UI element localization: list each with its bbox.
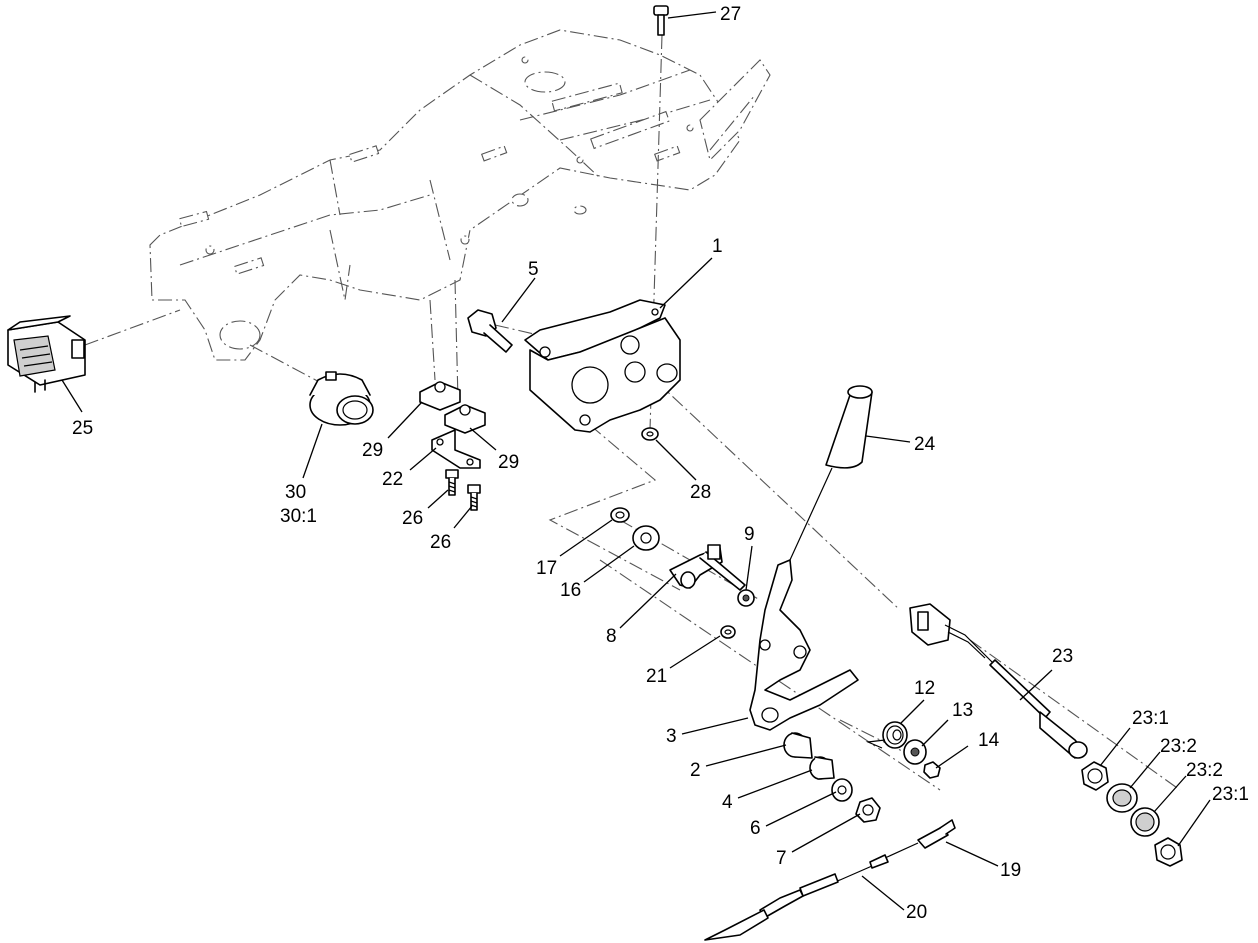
part-3-lever <box>749 559 859 731</box>
part-13-washer <box>903 739 927 765</box>
callout-30: 30 <box>285 482 306 503</box>
part-21-nut <box>720 625 736 639</box>
part-22-bracket <box>431 429 481 469</box>
callout-6: 6 <box>750 818 761 839</box>
callout-8: 8 <box>606 626 617 647</box>
callout-27: 27 <box>720 4 741 25</box>
part-20-cable <box>704 842 919 941</box>
leader-lines <box>61 11 1211 911</box>
part-16-spacer <box>632 525 660 551</box>
part-23-sensor <box>909 603 1088 759</box>
callout-24: 24 <box>914 434 936 455</box>
part-25-switch <box>7 315 86 393</box>
callout-13: 13 <box>952 700 973 721</box>
part-12-spring <box>865 721 908 749</box>
callout-14: 14 <box>978 730 1000 751</box>
callout-23: 23 <box>1052 646 1073 667</box>
part-2-bushing <box>783 732 813 759</box>
callout-labels: 27 1 5 25 30 30:1 29 29 22 26 26 28 24 1… <box>72 4 1249 923</box>
part-28-nut <box>641 427 659 441</box>
part-14-nut <box>923 761 941 779</box>
part-5-bolt <box>467 309 513 353</box>
callout-21: 21 <box>646 666 667 687</box>
part-26-screw-a <box>445 469 459 496</box>
part-29-clip-lower <box>444 404 486 434</box>
part-7-nut <box>855 797 881 823</box>
callout-19: 19 <box>1000 860 1021 881</box>
callout-16: 16 <box>560 580 581 601</box>
callout-28: 28 <box>690 482 711 503</box>
callout-23-2-lower: 23:2 <box>1186 760 1223 781</box>
part-30-key-switch <box>309 371 374 426</box>
callout-29-right: 29 <box>498 452 519 473</box>
part-23-1-nut-upper <box>1081 761 1109 791</box>
callout-7: 7 <box>776 848 787 869</box>
callout-20: 20 <box>906 902 927 923</box>
part-29-clip-upper <box>419 381 461 411</box>
part-9-nut <box>737 589 755 607</box>
part-1-bracket <box>524 299 681 433</box>
callout-23-1-lower: 23:1 <box>1212 784 1249 805</box>
callout-9: 9 <box>744 524 755 545</box>
callout-29-left: 29 <box>362 440 383 461</box>
callout-25: 25 <box>72 418 93 439</box>
part-23-2-washer-lower <box>1130 807 1160 837</box>
callout-5: 5 <box>528 259 539 280</box>
part-4-bushing <box>809 756 835 780</box>
callout-4: 4 <box>722 792 733 813</box>
part-17-nut <box>610 507 630 523</box>
frame-phantom <box>149 29 771 401</box>
callout-17: 17 <box>536 558 557 579</box>
part-24-knob <box>789 385 873 561</box>
callout-26-lower: 26 <box>430 532 451 553</box>
callout-1: 1 <box>712 236 723 257</box>
callout-22: 22 <box>382 469 403 490</box>
part-8-pivot <box>669 544 746 591</box>
callout-2: 2 <box>690 760 701 781</box>
callout-12: 12 <box>914 678 935 699</box>
part-23-2-washer-upper <box>1106 783 1138 813</box>
callout-30-1: 30:1 <box>280 506 317 527</box>
part-19-cable-end <box>917 819 956 849</box>
part-26-screw-b <box>467 484 481 511</box>
part-27-bolt <box>653 5 669 36</box>
part-6-washer <box>831 778 853 802</box>
part-23-1-nut-lower <box>1154 837 1183 867</box>
callout-26-upper: 26 <box>402 508 423 529</box>
callout-23-2-upper: 23:2 <box>1160 736 1197 757</box>
callout-3: 3 <box>666 726 677 747</box>
callout-23-1-upper: 23:1 <box>1132 708 1169 729</box>
